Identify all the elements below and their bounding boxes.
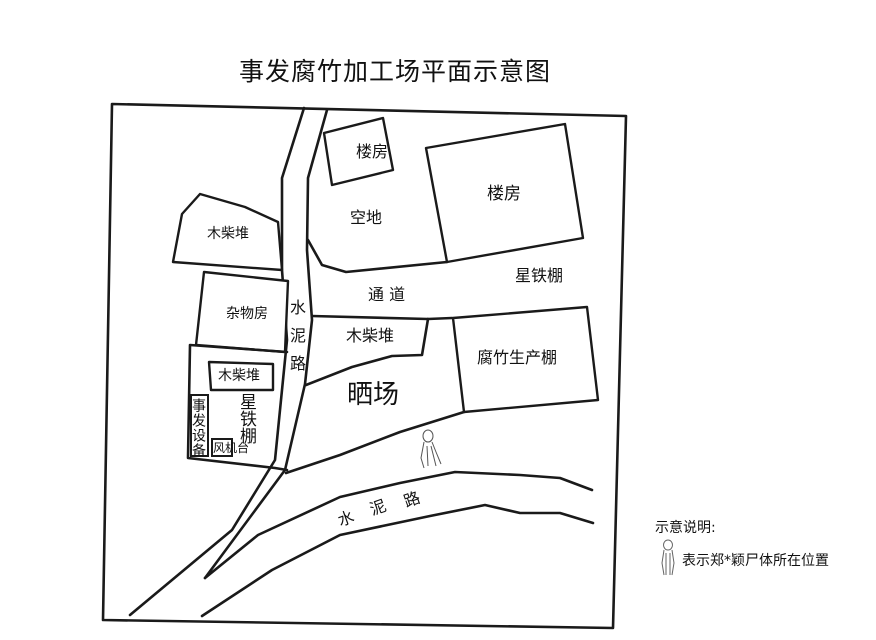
label-firewood-center: 木柴堆 <box>346 326 395 345</box>
person-figure-icon <box>661 539 675 576</box>
legend-heading: 示意说明: <box>655 520 716 536</box>
label-building-small: 楼房 <box>356 142 389 161</box>
label-vertical-cement-road: 水泥路 <box>287 299 306 383</box>
production-shed <box>451 305 600 414</box>
fan-platform-box <box>211 438 233 457</box>
label-open-space: 空地 <box>350 208 383 227</box>
vertical-road-left-edge <box>128 106 306 617</box>
label-firewood-inner: 木柴堆 <box>218 368 260 384</box>
label-star-iron-shed-right: 星铁棚 <box>515 266 564 285</box>
label-star-iron-shed-left: 星铁棚 <box>236 393 256 444</box>
label-incident-equipment: 事发设备 <box>190 398 206 458</box>
site-boundary <box>101 102 628 630</box>
building-small <box>322 116 395 187</box>
diagram-title: 事发腐竹加工场平面示意图 <box>238 57 551 86</box>
label-storage-room: 杂物房 <box>226 306 268 322</box>
drying-yard-boundary <box>284 410 466 475</box>
label-production-shed: 腐竹生产棚 <box>477 348 558 367</box>
legend-text: 表示郑*颖尸体所在位置 <box>682 553 829 569</box>
firewood-pile-inner <box>207 360 275 392</box>
open-space-boundary <box>306 238 449 274</box>
equipment-box <box>190 394 209 457</box>
label-firewood-top-left: 木柴堆 <box>207 226 249 242</box>
firewood-pile-top-left <box>171 192 284 272</box>
star-iron-shed-left <box>186 343 289 472</box>
label-building-large: 楼房 <box>487 184 521 204</box>
firewood-pile-center <box>304 317 430 387</box>
label-passage: 通 道 <box>368 285 406 304</box>
horizontal-road-bottom-edge <box>200 503 595 618</box>
building-large <box>424 122 585 264</box>
legend: 示意说明: 表示郑*颖尸体所在位置 <box>655 517 829 576</box>
label-drying-yard: 晒场 <box>347 380 400 410</box>
legend-row: 表示郑*颖尸体所在位置 <box>655 539 876 579</box>
label-fan-platform: 风机台 <box>213 441 250 455</box>
body-position-icon <box>420 429 442 469</box>
horizontal-road-top-edge <box>203 470 594 580</box>
passage-bottom-line <box>310 314 454 321</box>
